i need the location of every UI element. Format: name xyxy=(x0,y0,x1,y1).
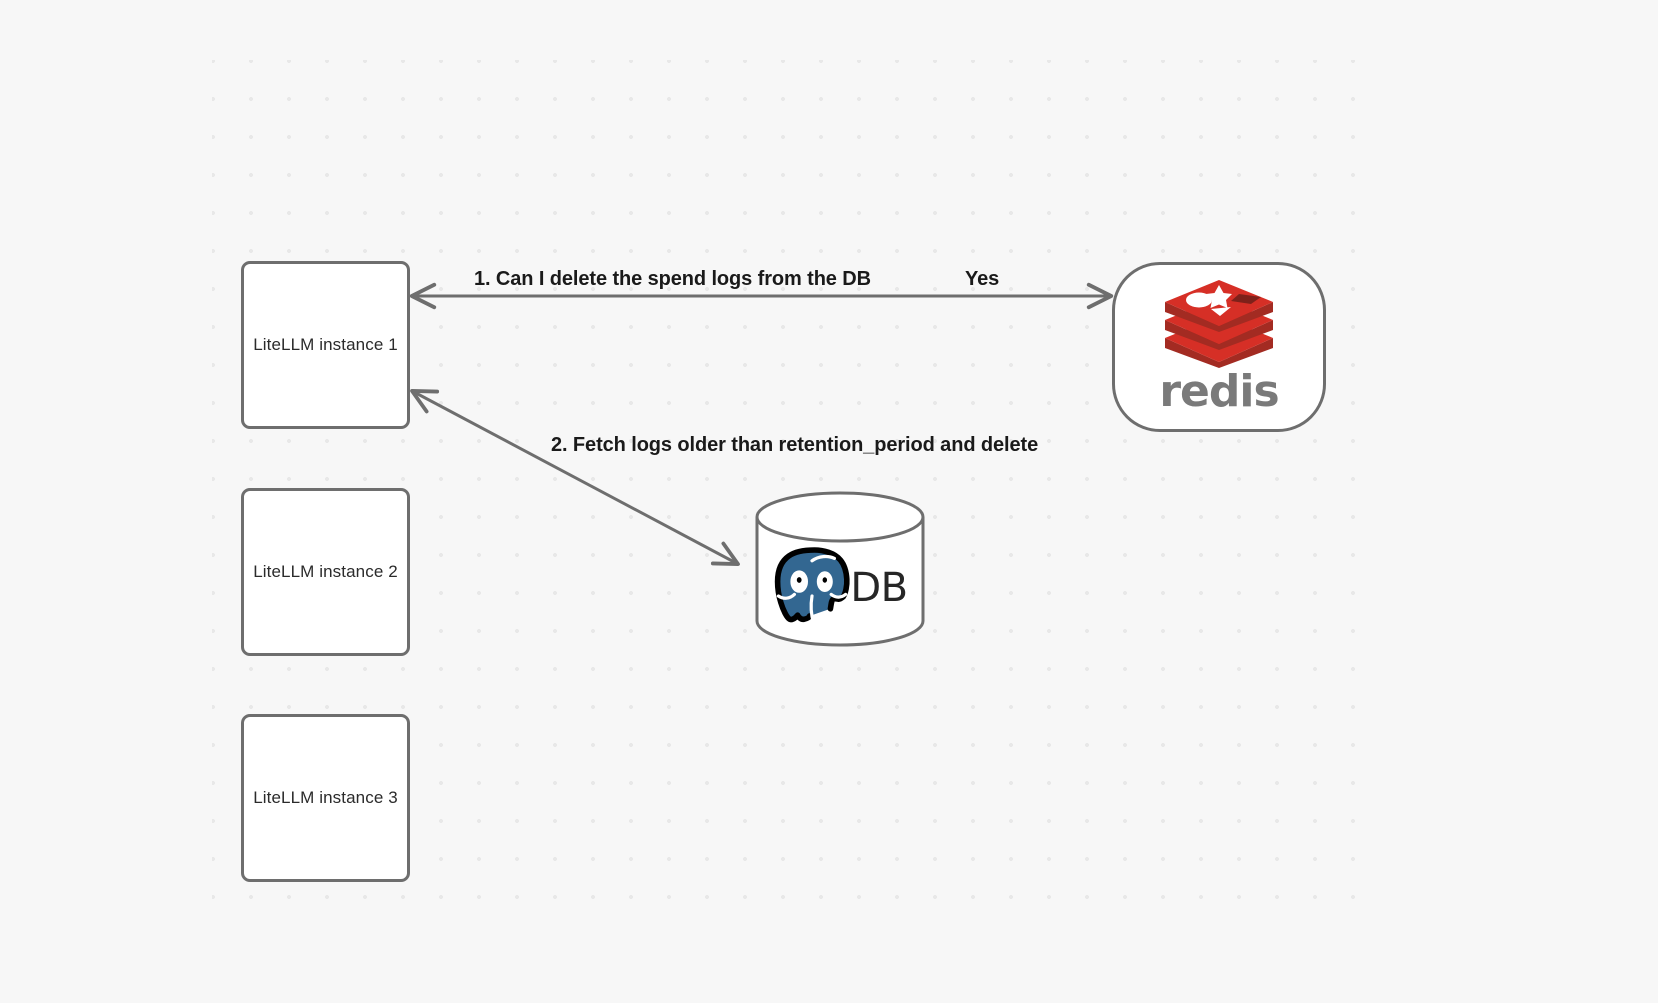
edge-litellm1-to-db xyxy=(410,389,740,566)
node-database[interactable]: DB xyxy=(754,491,926,647)
database-label: DB xyxy=(850,565,908,611)
node-litellm-instance-2-label: LiteLLM instance 2 xyxy=(253,562,398,581)
node-litellm-instance-2[interactable]: LiteLLM instance 2 xyxy=(241,488,410,656)
node-redis[interactable]: redis xyxy=(1112,262,1326,432)
node-litellm-instance-3[interactable]: LiteLLM instance 3 xyxy=(241,714,410,882)
edge-label-step-2: 2. Fetch logs older than retention_perio… xyxy=(551,434,1039,456)
edge-label-step-1: 1. Can I delete the spend logs from the … xyxy=(474,268,871,290)
redis-logo: redis xyxy=(1159,276,1280,417)
node-litellm-instance-3-label: LiteLLM instance 3 xyxy=(253,788,398,807)
node-litellm-instance-1[interactable]: LiteLLM instance 1 xyxy=(241,261,410,429)
node-litellm-instance-1-label: LiteLLM instance 1 xyxy=(253,335,398,354)
edge-label-step-1-answer: Yes xyxy=(965,268,1000,290)
postgresql-elephant-icon xyxy=(775,547,851,625)
redis-wordmark: redis xyxy=(1159,366,1279,417)
redis-stack-icon xyxy=(1165,280,1273,368)
database-logo-row: DB xyxy=(754,543,926,633)
